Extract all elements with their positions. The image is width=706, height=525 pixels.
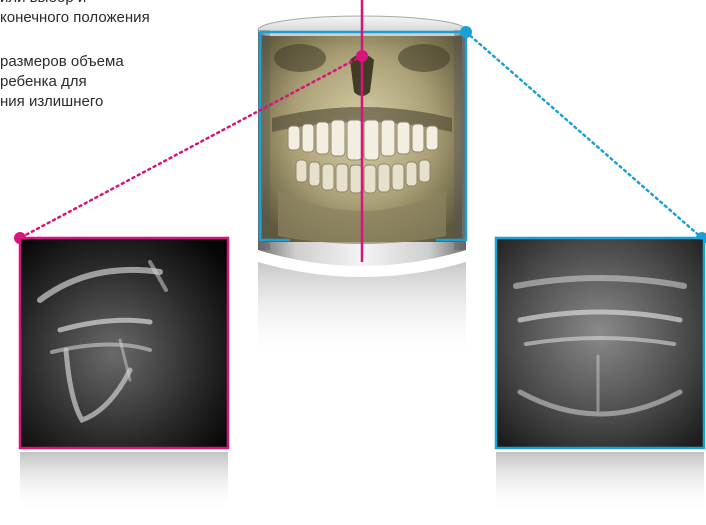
cyan-point-top — [460, 26, 472, 38]
cylinder-reflection — [258, 262, 466, 362]
sagittal-reflection — [20, 452, 228, 512]
magenta-point-top — [356, 50, 368, 62]
sagittal-slice-panel — [20, 238, 228, 448]
panoramic-slice-panel — [496, 238, 704, 448]
panoramic-reflection — [496, 452, 704, 512]
cyan-connector — [466, 32, 702, 238]
